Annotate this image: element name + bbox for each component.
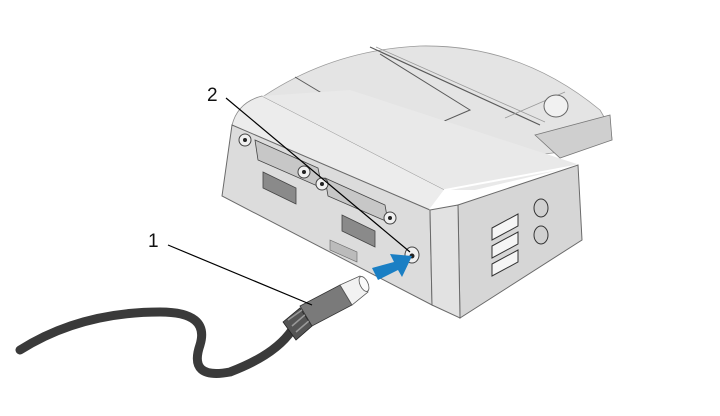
callout-1-label: 1 xyxy=(148,231,159,252)
audio-jacks xyxy=(533,198,549,245)
usb-ports xyxy=(491,213,519,277)
displayport-left xyxy=(262,171,297,205)
displayport-right xyxy=(341,214,376,248)
arrow-right-up-icon xyxy=(372,254,412,280)
callout-2-label: 2 xyxy=(207,85,218,106)
callout-2-leader xyxy=(225,97,411,253)
docking-station xyxy=(221,45,613,319)
callout-1-leader xyxy=(167,244,313,306)
ac-adapter-cable xyxy=(15,275,370,378)
dvi-port-left xyxy=(238,133,323,189)
